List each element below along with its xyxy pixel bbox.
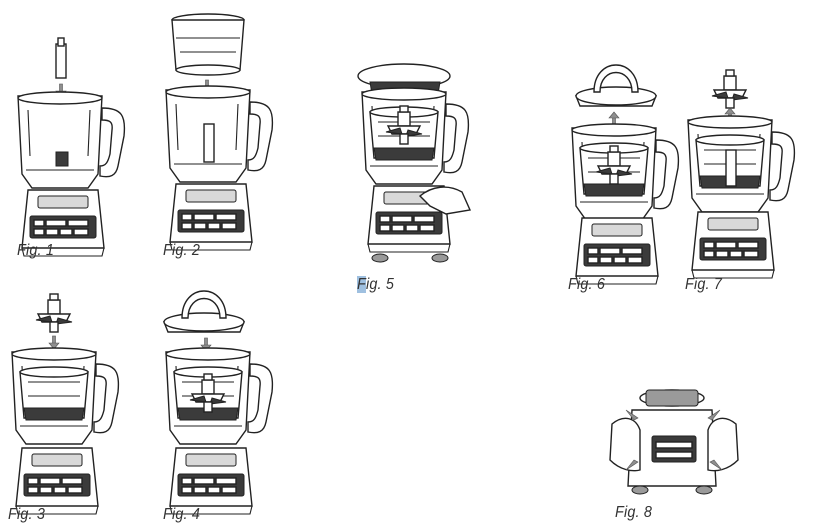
figure-6-caption: Fig. 6 [568,276,606,293]
down-arrow-icon [48,335,60,350]
figure-5-caption-rest: ig. 5 [365,276,395,293]
figure-2-caption: Fig. 2 [163,242,201,259]
right-hand-icon [707,417,739,472]
motor-base-part [15,447,99,515]
motor-base-part [575,217,659,285]
pitcher-part [17,91,126,189]
motor-base-part [169,447,253,515]
left-hand-icon [609,417,641,472]
drive-shaft-part [55,37,67,79]
work-bowl-part [19,366,89,421]
up-arrow-icon [608,111,620,126]
press-arrow-icon [709,459,723,471]
figure-3-drawing [11,293,120,515]
motor-base-part [691,211,775,279]
motor-base-part [169,183,253,251]
blade-assembly-part [35,293,73,333]
figure-8-caption: Fig. 8 [615,504,653,521]
work-bowl-part [171,13,245,76]
figure-7-drawing [687,69,796,279]
figure-6-drawing [571,64,680,285]
figure-3-caption: Fig. 3 [8,506,46,523]
press-arrow-icon [625,459,639,471]
figure-1-drawing [17,37,126,257]
foot-part [431,253,449,263]
motor-base-part [627,389,717,495]
figure-1-caption: Fig. 1 [17,242,55,259]
drive-shaft-part [725,149,737,187]
hand-icon [418,186,472,215]
foot-part [371,253,389,263]
lid-part [163,290,245,333]
pitcher-part [165,85,274,183]
figure-8-drawing [609,389,739,495]
blade-assembly-part [711,69,749,109]
figure-2-drawing [165,13,274,251]
drive-shaft-part [203,123,215,163]
press-arrow-icon [625,409,639,421]
figure-5-drawing [357,63,472,263]
drive-gear-part [55,151,69,167]
press-arrow-icon [707,409,721,421]
text-selection-highlight: F [357,276,366,293]
lid-part [575,64,657,107]
figure-5-caption: Fig. 5 [357,276,394,294]
figure-7-caption: Fig. 7 [685,276,723,293]
figure-4-caption: Fig. 4 [163,506,201,523]
figure-4-drawing [163,290,274,515]
